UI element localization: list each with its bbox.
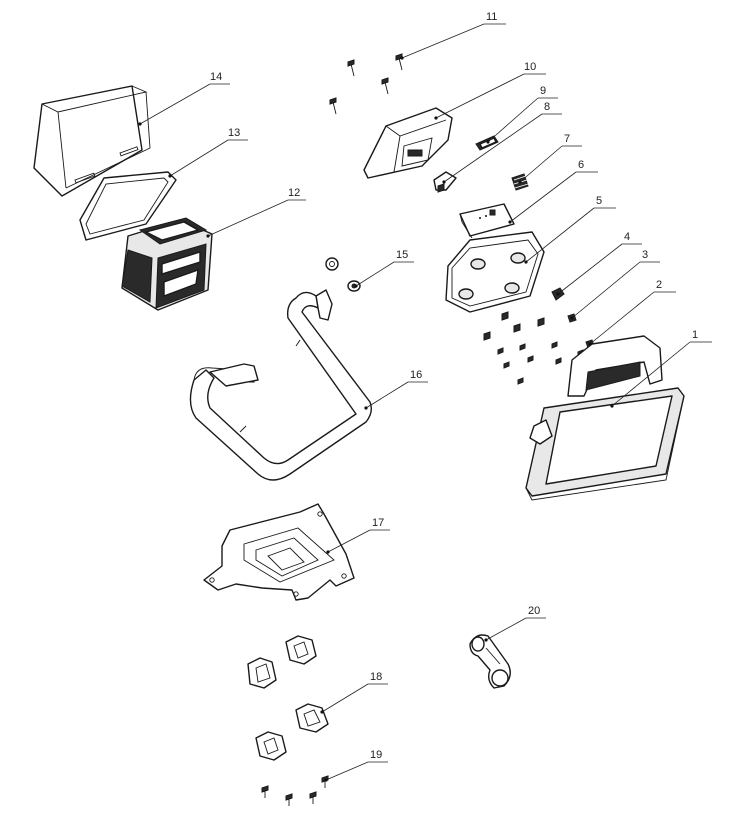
callout-label-14: 14	[210, 71, 222, 83]
callout-label-3: 3	[642, 249, 648, 261]
callout-20: 20	[484, 605, 546, 642]
callout-label-16: 16	[410, 369, 422, 381]
part-20-tube-clamp	[469, 634, 511, 689]
callout-label-6: 6	[578, 159, 584, 171]
part-18-rubber-feet	[247, 635, 329, 761]
callout-17: 17	[326, 517, 390, 554]
callout-18: 18	[320, 671, 388, 714]
callout-14: 14	[138, 71, 230, 126]
part-14-cover	[33, 85, 151, 197]
part-12-battery-pack	[121, 217, 213, 311]
part-1-flood-light	[525, 335, 685, 501]
callout-label-5: 5	[596, 195, 602, 207]
callout-label-15: 15	[396, 249, 408, 261]
callout-label-13: 13	[228, 127, 240, 139]
part-17-mounting-bracket	[203, 503, 355, 601]
callout-label-11: 11	[486, 11, 497, 23]
part-6-circuit-board	[459, 203, 515, 239]
part-13-gasket	[79, 171, 177, 241]
callout-label-19: 19	[370, 749, 382, 761]
callout-1: 1	[610, 329, 712, 408]
callout-label-4: 4	[624, 231, 630, 243]
callout-label-12: 12	[288, 187, 300, 199]
callout-label-8: 8	[544, 101, 550, 113]
callout-7: 7	[518, 133, 582, 184]
callout-10: 10	[434, 61, 546, 120]
callout-label-7: 7	[564, 133, 570, 145]
callout-label-2: 2	[656, 279, 662, 291]
callout-8: 8	[442, 101, 562, 184]
callout-16: 16	[364, 369, 428, 410]
callout-19: 19	[324, 749, 388, 782]
callout-5: 5	[524, 195, 616, 264]
callout-13: 13	[168, 127, 248, 178]
callout-label-10: 10	[524, 61, 536, 73]
callout-label-20: 20	[528, 605, 540, 617]
part-11-screws	[329, 53, 403, 115]
callout-9: 9	[486, 85, 558, 144]
callout-2: 2	[588, 279, 676, 346]
part-10-battery-adapter	[363, 107, 453, 179]
part-19-foot-screws	[261, 775, 329, 806]
callout-4: 4	[556, 231, 642, 296]
callout-label-9: 9	[540, 85, 546, 97]
callout-label-18: 18	[370, 671, 382, 683]
callout-6: 6	[508, 159, 598, 224]
part-16-tube-handle	[189, 289, 373, 481]
callout-3: 3	[570, 249, 660, 320]
part-15-washer	[325, 257, 361, 292]
callout-15: 15	[354, 249, 414, 288]
callout-12: 12	[206, 187, 306, 238]
callouts: 1 2 3 4 5 6 7	[138, 11, 712, 782]
part-5-back-plate	[445, 231, 545, 313]
callout-11: 11	[400, 11, 506, 60]
callout-label-17: 17	[372, 517, 384, 529]
callout-label-1: 1	[692, 329, 698, 341]
